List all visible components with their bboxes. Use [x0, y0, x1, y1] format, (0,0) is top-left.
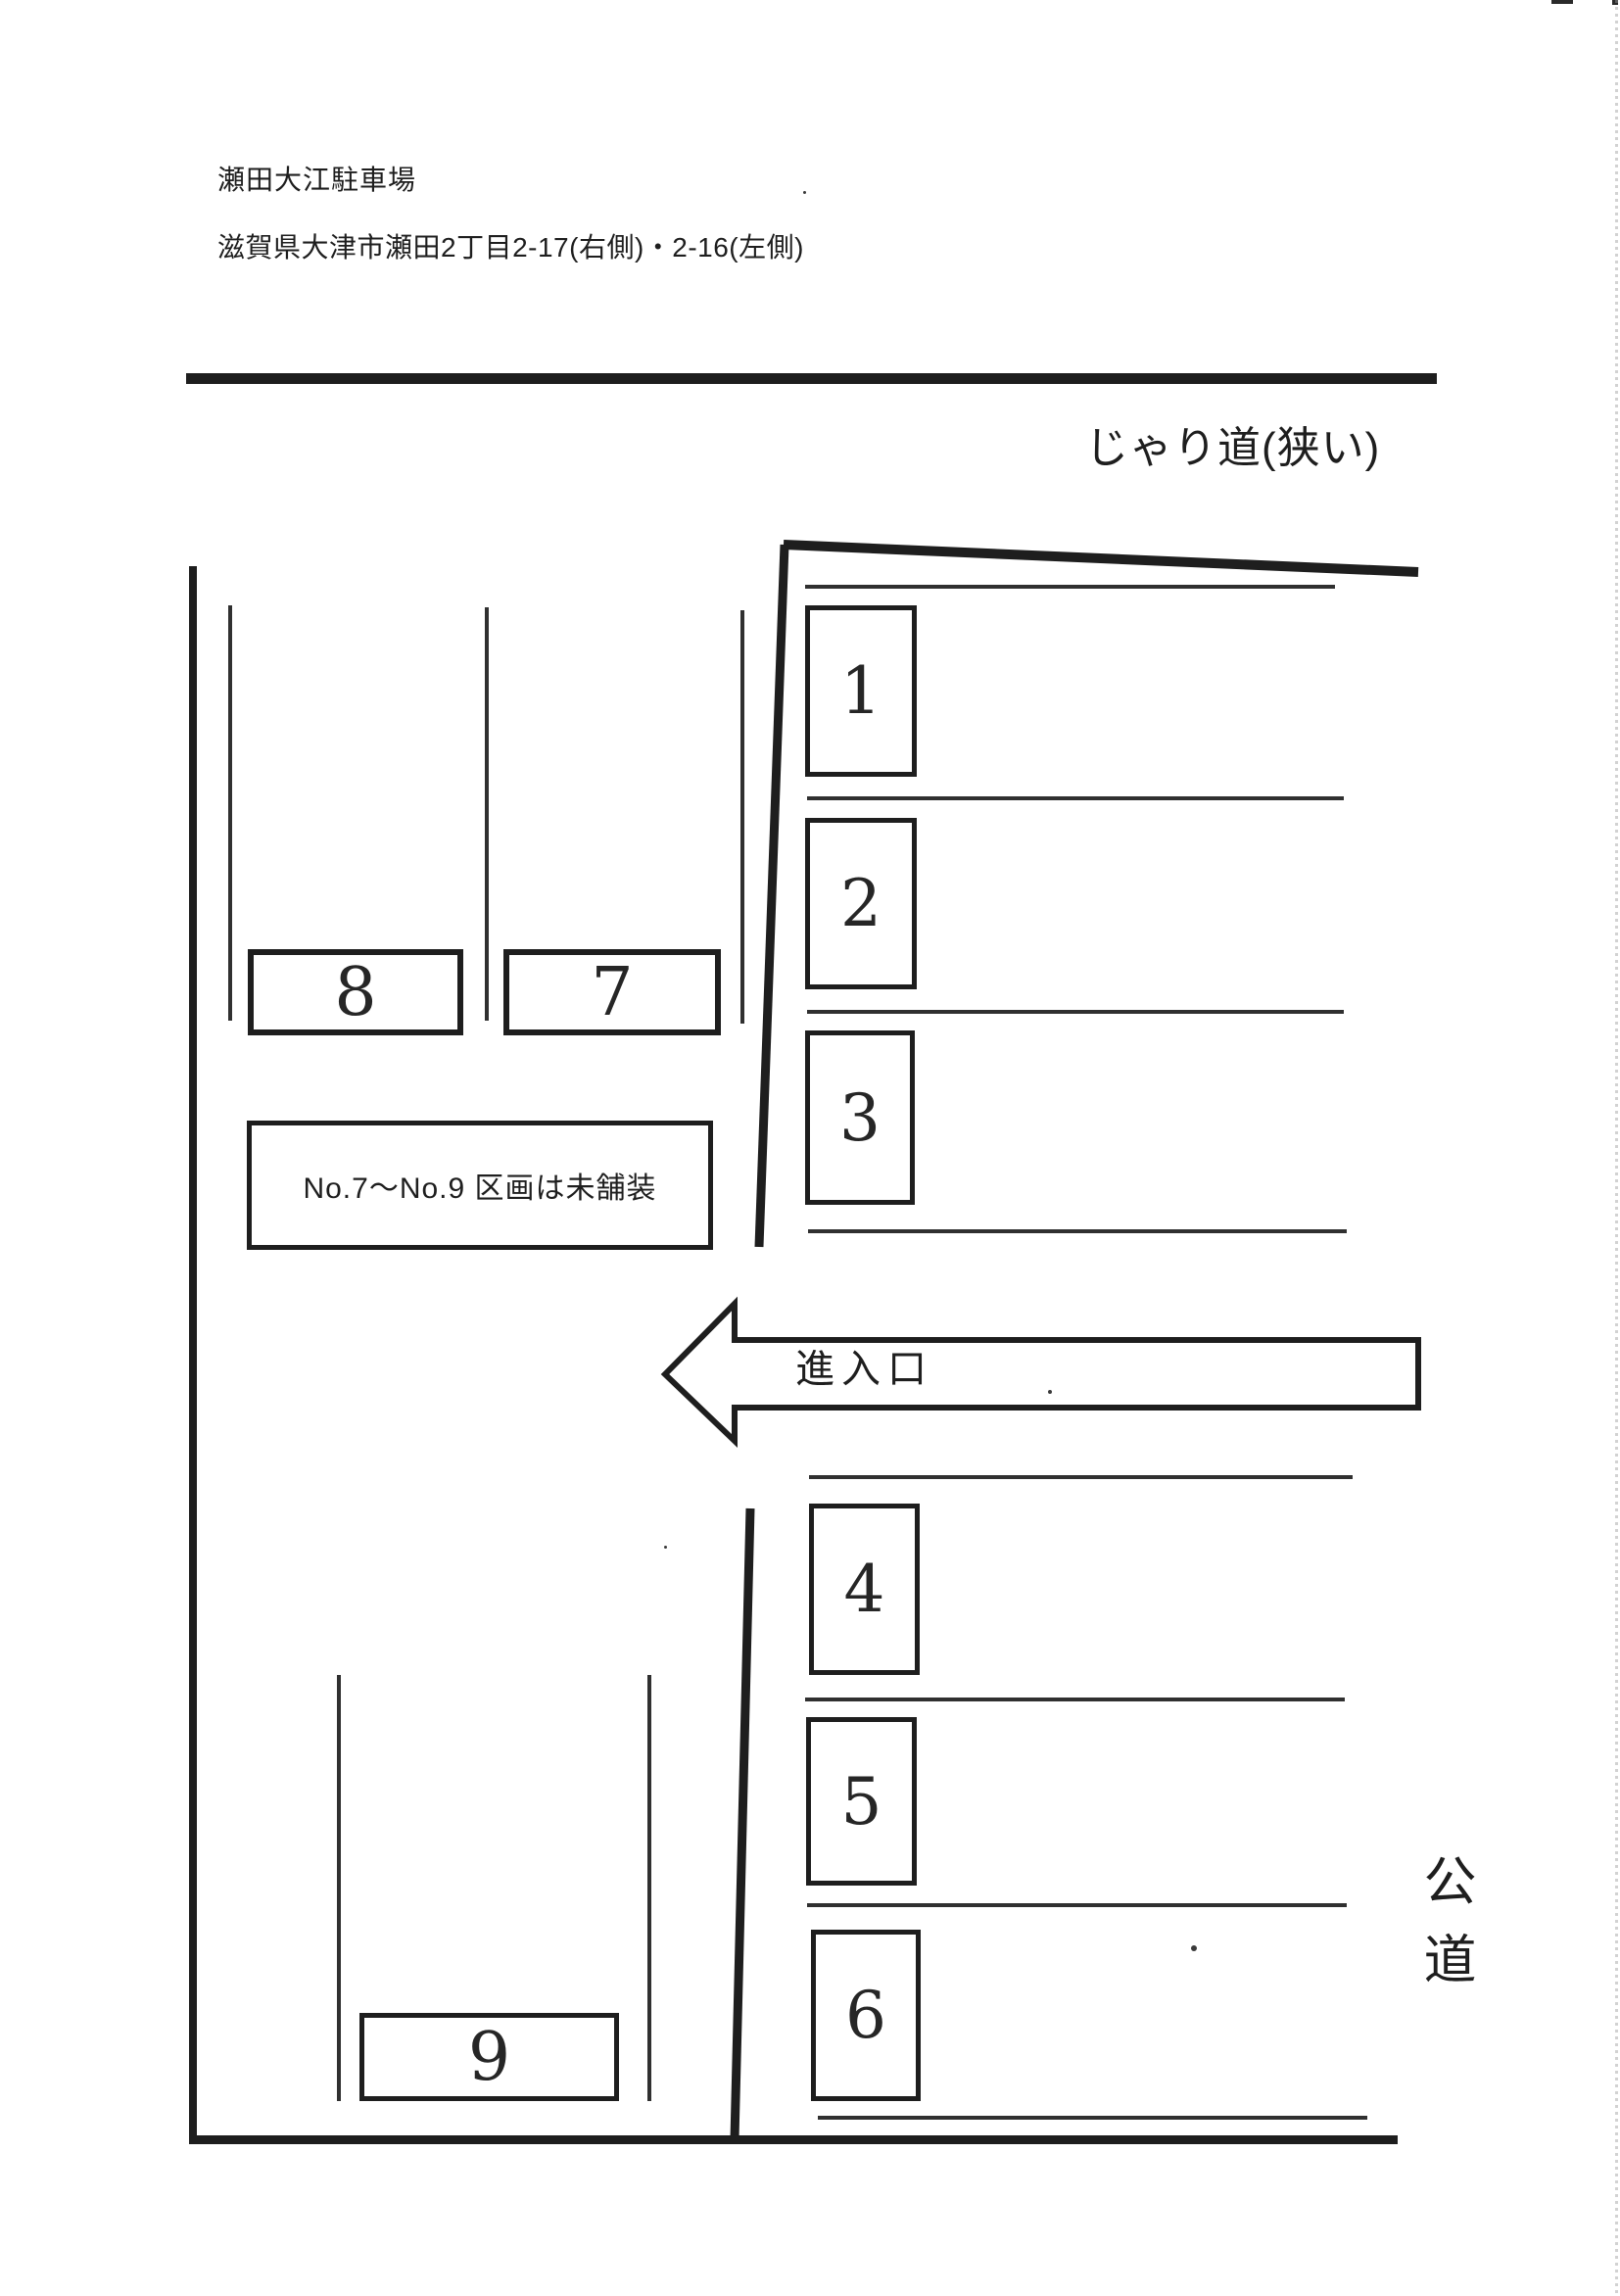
- parking-space-7: 7: [503, 949, 721, 1035]
- scan-speck: [803, 191, 806, 194]
- left-boundary-line: [189, 566, 197, 2143]
- stall-divider-horizontal: [807, 1010, 1344, 1014]
- stall-divider-horizontal: [807, 1903, 1347, 1907]
- scan-speck: [1048, 1390, 1052, 1394]
- stall-divider-vertical: [647, 1675, 651, 2101]
- stall-divider-vertical: [485, 607, 489, 1021]
- parking-space-3-number: 3: [839, 1079, 881, 1156]
- parking-space-3: 3: [805, 1030, 915, 1205]
- entrance-label: 進入口: [795, 1348, 933, 1391]
- parking-space-9-number: 9: [467, 2018, 511, 2096]
- right-column-fence-upper: [754, 544, 789, 1248]
- gravel-road-label: じゃり道(狭い): [1085, 424, 1381, 472]
- stall-divider-horizontal: [818, 2116, 1367, 2120]
- parking-space-9: 9: [359, 2013, 619, 2101]
- stall-divider-horizontal: [805, 585, 1335, 589]
- stall-divider-horizontal: [807, 796, 1344, 800]
- scanner-edge-noise: [1615, 0, 1618, 2296]
- parking-space-6: 6: [811, 1930, 921, 2101]
- page-address: 滋賀県大津市瀬田2丁目2-17(右側)・2-16(左側): [217, 232, 804, 263]
- parking-space-2: 2: [805, 818, 917, 989]
- scan-speck: [664, 1546, 667, 1549]
- right-column-fence-lower: [730, 1507, 755, 2140]
- unpaved-note-box: No.7〜No.9 区画は未舗装: [247, 1121, 713, 1250]
- parking-space-1-number: 1: [840, 653, 881, 729]
- scan-speck: [1191, 1945, 1197, 1951]
- parking-space-2-number: 2: [840, 866, 881, 941]
- scan-edge-mark: [1551, 0, 1573, 4]
- public-road-label: 公道: [1415, 1853, 1474, 2010]
- page-title: 瀬田大江駐車場: [217, 165, 417, 195]
- parking-space-8-number: 8: [334, 953, 377, 1031]
- top-divider-rule: [186, 373, 1437, 384]
- gravel-road-edge-line: [783, 540, 1419, 577]
- stall-divider-vertical: [740, 610, 744, 1024]
- stall-divider-vertical: [337, 1675, 341, 2101]
- entrance-arrow: [660, 1296, 1421, 1449]
- parking-space-6-number: 6: [845, 1978, 886, 2053]
- parking-space-4: 4: [809, 1504, 920, 1675]
- bottom-boundary-line: [189, 2135, 1398, 2144]
- parking-space-1: 1: [805, 605, 917, 777]
- unpaved-note-text: No.7〜No.9 区画は未舗装: [303, 1172, 657, 1205]
- stall-divider-horizontal: [805, 1698, 1345, 1701]
- parking-space-8: 8: [248, 949, 463, 1035]
- stall-divider-vertical: [228, 605, 232, 1021]
- parking-space-5-number: 5: [840, 1763, 882, 1840]
- parking-space-7-number: 7: [591, 953, 634, 1031]
- scan-edge-mark: [1612, 0, 1618, 5]
- parking-space-4-number: 4: [843, 1552, 885, 1627]
- parking-space-5: 5: [806, 1717, 917, 1886]
- stall-divider-horizontal: [808, 1229, 1347, 1233]
- stall-divider-horizontal: [809, 1475, 1353, 1479]
